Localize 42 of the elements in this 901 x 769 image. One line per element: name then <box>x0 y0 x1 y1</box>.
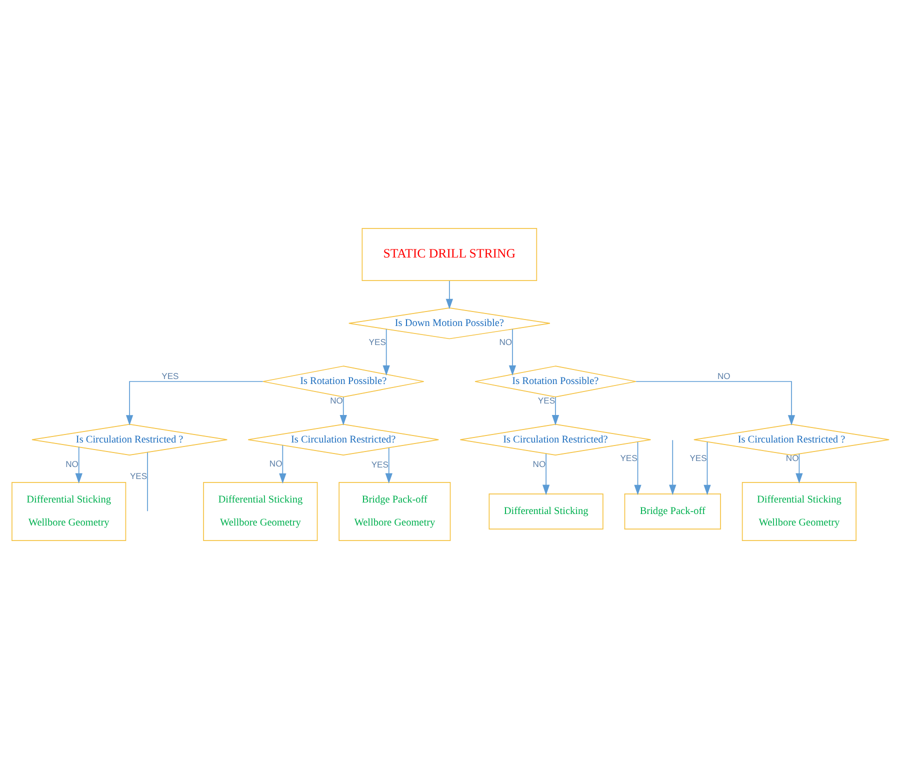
edge-label: YES <box>690 453 707 464</box>
node-diamond: Is Down Motion Possible? <box>348 308 550 340</box>
node-box: Differential Sticking Wellbore Geometry <box>203 482 318 541</box>
node-diamond: Is Circulation Restricted ? <box>694 424 890 456</box>
arrow <box>796 453 803 484</box>
arrow <box>634 442 642 496</box>
arrow <box>669 440 676 496</box>
arrow <box>385 447 392 484</box>
node-box: Differential Sticking Wellbore Geometry <box>12 482 126 541</box>
arrow <box>704 442 711 496</box>
connector <box>147 452 148 512</box>
edge-label: YES <box>368 336 386 347</box>
arrow <box>508 328 516 376</box>
arrow <box>382 328 390 376</box>
edge-label: YES <box>538 396 556 406</box>
node-diamond: Is Circulation Restricted? <box>248 424 440 456</box>
node-box: Bridge Pack-off Wellbore Geometry <box>338 482 451 541</box>
arrow <box>340 396 347 426</box>
arrow <box>75 446 82 484</box>
node-box: STATIC DRILL STRING <box>362 228 538 282</box>
node-diamond: Is Circulation Restricted? <box>460 424 652 456</box>
node-box: Differential Sticking <box>488 494 604 530</box>
edge-label: YES <box>162 370 179 381</box>
edge-label: NO <box>330 396 343 406</box>
arrow <box>636 381 796 426</box>
edge-label: NO <box>718 370 730 381</box>
edge-label: NO <box>532 458 546 469</box>
arrow <box>552 396 560 426</box>
arrow <box>542 453 550 496</box>
edge-label: YES <box>371 460 388 470</box>
edge-label: YES <box>130 471 148 482</box>
arrow <box>126 381 264 426</box>
edge-label: NO <box>786 453 799 464</box>
node-box: Differential Sticking Wellbore Geometry <box>742 482 856 541</box>
edge-label: NO <box>499 336 512 347</box>
edge-label: YES <box>620 453 638 464</box>
arrow <box>279 444 286 484</box>
node-diamond: Is Circulation Restricted ? <box>32 424 228 456</box>
arrow <box>446 280 453 310</box>
node-box: Bridge Pack-off <box>624 494 721 530</box>
edge-label: NO <box>269 458 282 468</box>
edge-label: NO <box>66 459 78 470</box>
